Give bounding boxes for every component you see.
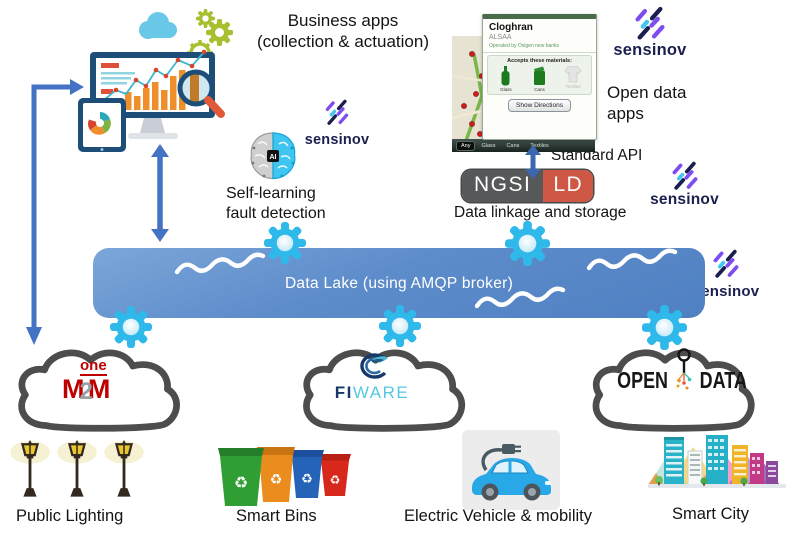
app-tab-any[interactable]: Any bbox=[457, 141, 475, 150]
bin-orange: ♻ bbox=[257, 447, 295, 502]
can-icon bbox=[533, 66, 545, 85]
ngsi-label: NGSI bbox=[462, 170, 544, 202]
wave-icon bbox=[586, 248, 678, 271]
svg-text:♻: ♻ bbox=[270, 471, 283, 487]
app-operator: Operated by Oxigen new banks bbox=[489, 43, 560, 49]
cloud-decoration-icon bbox=[139, 12, 177, 39]
bin-blue: ♻ bbox=[290, 450, 324, 498]
self-learning-label: Self-learning fault detection bbox=[226, 185, 326, 222]
fiware-logo: FIWARE bbox=[322, 350, 422, 403]
ai-brain-icon: AI bbox=[250, 132, 296, 180]
business-apps-illustration bbox=[78, 9, 233, 152]
svg-text:♻: ♻ bbox=[301, 471, 313, 486]
data-linkage-label: Data linkage and storage bbox=[454, 204, 627, 221]
street-lamps-icon bbox=[8, 440, 146, 498]
arrow-apps-to-onem2m bbox=[26, 79, 84, 345]
tablet-icon bbox=[78, 98, 126, 152]
material-glass: Glass bbox=[494, 66, 518, 92]
ld-label: LD bbox=[543, 170, 594, 202]
opendata-logo: OPEN DATA bbox=[610, 348, 754, 396]
show-directions-button[interactable]: Show Directions bbox=[508, 99, 571, 112]
app-title: Cloghran bbox=[489, 22, 533, 33]
app-subtitle: ALSAA bbox=[489, 34, 512, 41]
bottle-icon bbox=[501, 66, 510, 86]
arrow-apps-to-datalake bbox=[151, 144, 169, 242]
sensinov-logo-middle: sensinov bbox=[297, 99, 377, 148]
sensinov-icon bbox=[629, 6, 671, 41]
bin-red: ♻ bbox=[319, 454, 351, 496]
materials-heading: Accepts these materials: bbox=[507, 58, 572, 64]
magnifier-icon bbox=[177, 69, 225, 118]
use-case-smart-city-label: Smart City bbox=[672, 505, 750, 523]
tshirt-icon bbox=[564, 66, 582, 83]
app-tab-cans[interactable]: Cans bbox=[506, 142, 520, 149]
sensinov-icon bbox=[708, 249, 744, 279]
svg-text:♻: ♻ bbox=[330, 473, 341, 487]
opendata-key-icon bbox=[676, 348, 692, 390]
app-tab-glass[interactable]: Glass bbox=[481, 142, 496, 149]
ngsi-ld-badge: NGSI LD bbox=[462, 170, 594, 202]
use-case-public-lighting-label: Public Lighting bbox=[16, 507, 124, 525]
sensinov-logo-top: sensinov bbox=[603, 6, 697, 60]
app-filter-toolbar: Any Glass Cans Textiles bbox=[452, 139, 595, 152]
material-textiles: Textiles bbox=[561, 66, 585, 92]
svg-text:♻: ♻ bbox=[234, 475, 248, 492]
material-cans: Cans bbox=[527, 66, 551, 92]
sensinov-icon bbox=[321, 99, 353, 126]
gear-icon bbox=[505, 221, 550, 266]
sensinov-icon bbox=[667, 161, 703, 191]
fiware-swirl-icon bbox=[360, 353, 388, 379]
electric-car-icon bbox=[472, 444, 551, 501]
electric-vehicle-tile bbox=[462, 430, 560, 510]
recycling-app-card: Cloghran ALSAA Operated by Oxigen new ba… bbox=[482, 14, 597, 140]
use-case-smart-bins-label: Smart Bins bbox=[236, 507, 317, 525]
svg-text:AI: AI bbox=[270, 154, 277, 161]
data-lake-label: Data Lake (using AMQP broker) bbox=[284, 275, 514, 292]
gear-icon bbox=[264, 222, 306, 264]
open-data-apps-label: Open data apps bbox=[607, 83, 687, 124]
bin-green: ♻ bbox=[218, 448, 264, 506]
line-chart-icon bbox=[103, 51, 205, 101]
wave-icon bbox=[474, 286, 566, 309]
materials-panel: Accepts these materials: Glass Cans bbox=[487, 55, 592, 95]
pie-chart-icon bbox=[88, 112, 111, 135]
business-apps-label: Business apps (collection & actuation) bbox=[257, 11, 429, 52]
sensinov-logo-bar: sensinov bbox=[681, 249, 771, 300]
onem2m-logo: one M2M bbox=[62, 357, 110, 405]
use-case-electric-vehicle-label: Electric Vehicle & mobility bbox=[404, 507, 592, 525]
wave-icon bbox=[174, 252, 266, 275]
app-tab-textiles[interactable]: Textiles bbox=[530, 142, 549, 149]
recycling-bins-icon: ♻ ♻ ♻ ♻ bbox=[218, 447, 351, 506]
sensinov-logo-right: sensinov bbox=[637, 161, 732, 209]
arrow-app-to-ngsi bbox=[525, 145, 541, 179]
smart-city-icon bbox=[648, 435, 786, 488]
